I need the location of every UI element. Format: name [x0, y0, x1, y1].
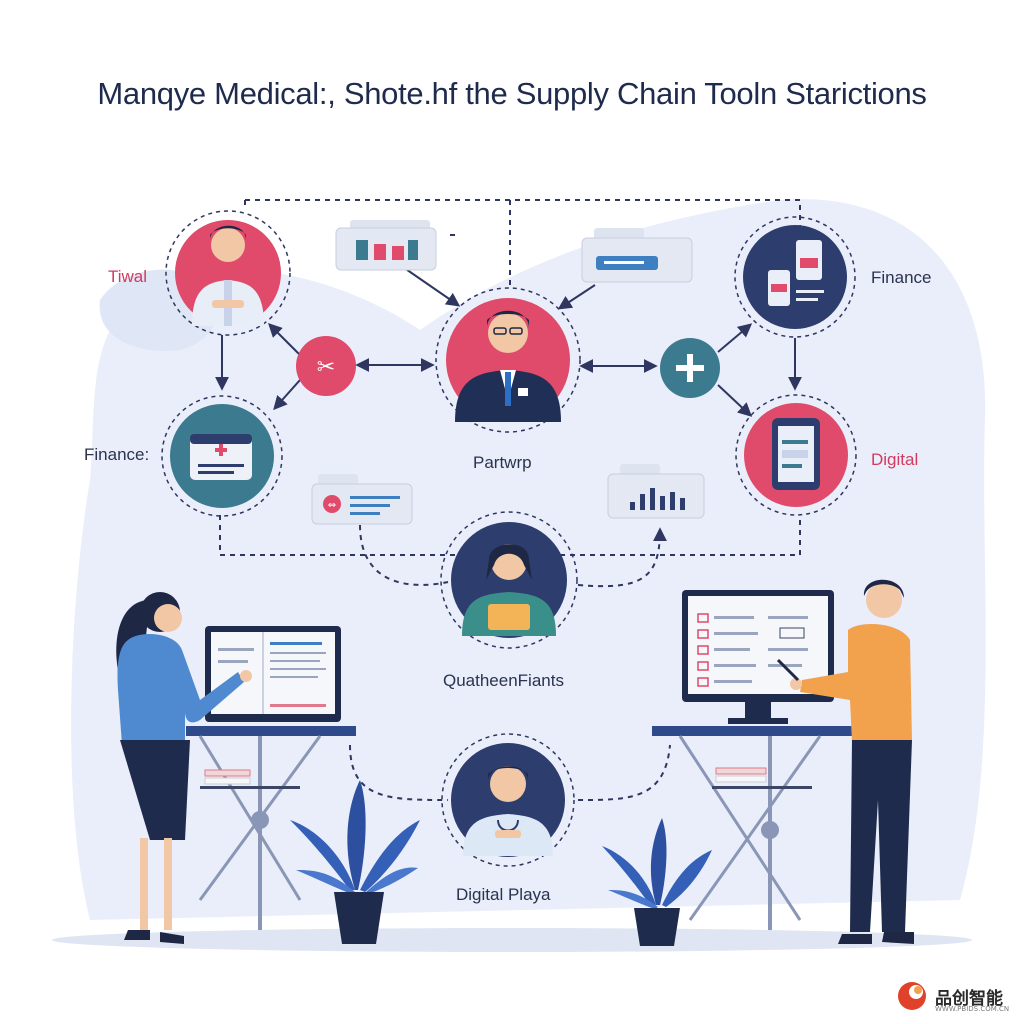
plant-right [602, 818, 712, 946]
left-workstation [186, 626, 356, 930]
label-mid-right: Digital [871, 450, 919, 469]
node-lower-center [440, 511, 578, 649]
node-bottom-center [441, 733, 575, 867]
node-mid-left [161, 395, 283, 517]
arrow-lines [215, 264, 802, 417]
chart-card-1 [335, 220, 437, 271]
node-mid-right [735, 394, 857, 516]
label-top-right: Finance [871, 268, 932, 287]
node-link-teal [660, 338, 720, 398]
staff-figure-icon [462, 544, 556, 636]
woman-figure [116, 592, 252, 944]
label-mid-left: Finance: [84, 445, 150, 464]
watermark-logo-icon [898, 982, 926, 1010]
form-card-2: ⇔ [311, 474, 413, 525]
floor-shadow [52, 928, 972, 952]
label-bottom-center: Digital Playa [456, 885, 551, 904]
watermark-subtext: WWW.PBIDS.COM.CN [935, 1005, 1010, 1013]
node-top-left [165, 210, 291, 336]
man-figure [776, 579, 914, 944]
nurse-figure-icon [463, 766, 553, 856]
node-link-pink: ✂ [296, 336, 356, 396]
plant-left [290, 780, 420, 944]
page-title: Manqye Medical:, Shote.hf the Supply Cha… [97, 76, 927, 111]
medicine-box-icon [768, 240, 824, 306]
medical-card-icon [190, 434, 252, 480]
form-card-1 [581, 228, 693, 283]
link-icon: ⇔ [328, 500, 336, 511]
doctor-figure-icon [192, 225, 264, 326]
scissors-icon: ✂ [317, 355, 335, 380]
label-lower-center: QuatheenFiants [443, 671, 564, 690]
tablet-icon [772, 418, 820, 490]
node-center [435, 287, 581, 433]
label-center: Partwrp [473, 453, 532, 472]
manager-figure-icon [455, 310, 561, 422]
watermark-text: 品创智能 [935, 989, 1003, 1009]
node-top-right [734, 216, 856, 338]
chart-card-2 [607, 464, 705, 519]
right-workstation [652, 590, 852, 930]
label-top-left: Tiwal [108, 267, 148, 286]
